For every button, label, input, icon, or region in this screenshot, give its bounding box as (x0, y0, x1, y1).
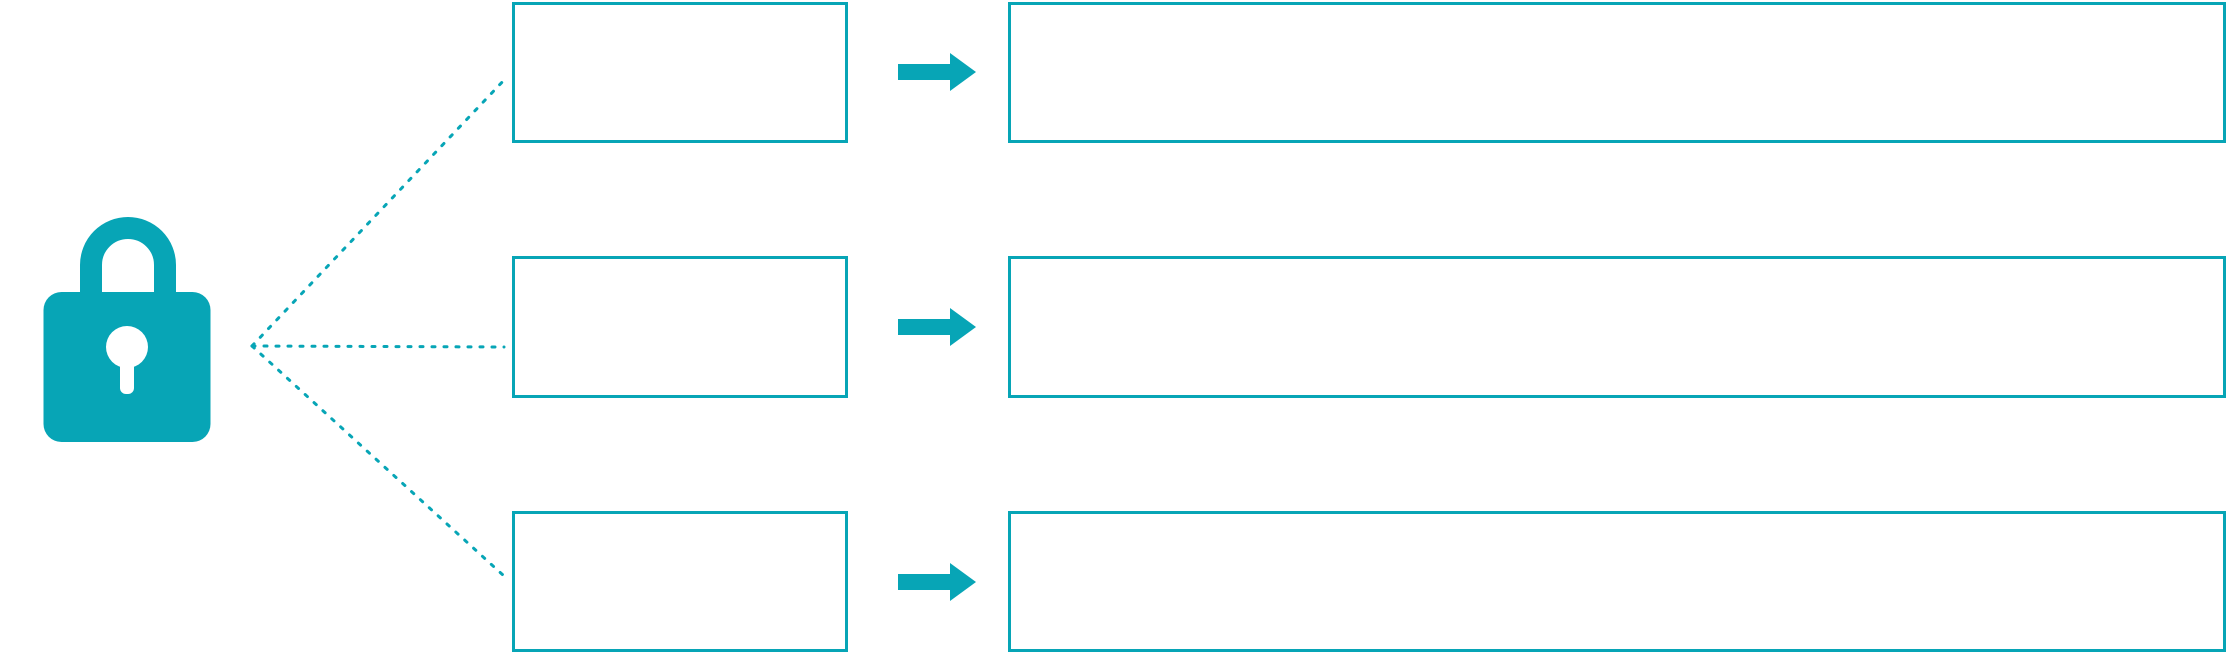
lock-shackle (80, 217, 176, 327)
key-point-box-2 (512, 256, 848, 398)
right-arrow-icon (898, 563, 976, 601)
connector-line-top (250, 76, 508, 348)
lock-keyhole (106, 326, 148, 368)
connector-line-middle (250, 344, 506, 349)
lock-keyhole-stem (120, 360, 134, 394)
connector-line-bottom (250, 344, 506, 578)
detail-box-3 (1008, 511, 2226, 652)
key-point-box-1 (512, 2, 848, 143)
right-arrow-icon (898, 53, 976, 91)
lock-icon (43, 217, 211, 443)
key-point-box-3 (512, 511, 848, 652)
detail-box-1 (1008, 2, 2226, 143)
right-arrow-icon (898, 308, 976, 346)
detail-box-2 (1008, 256, 2226, 398)
